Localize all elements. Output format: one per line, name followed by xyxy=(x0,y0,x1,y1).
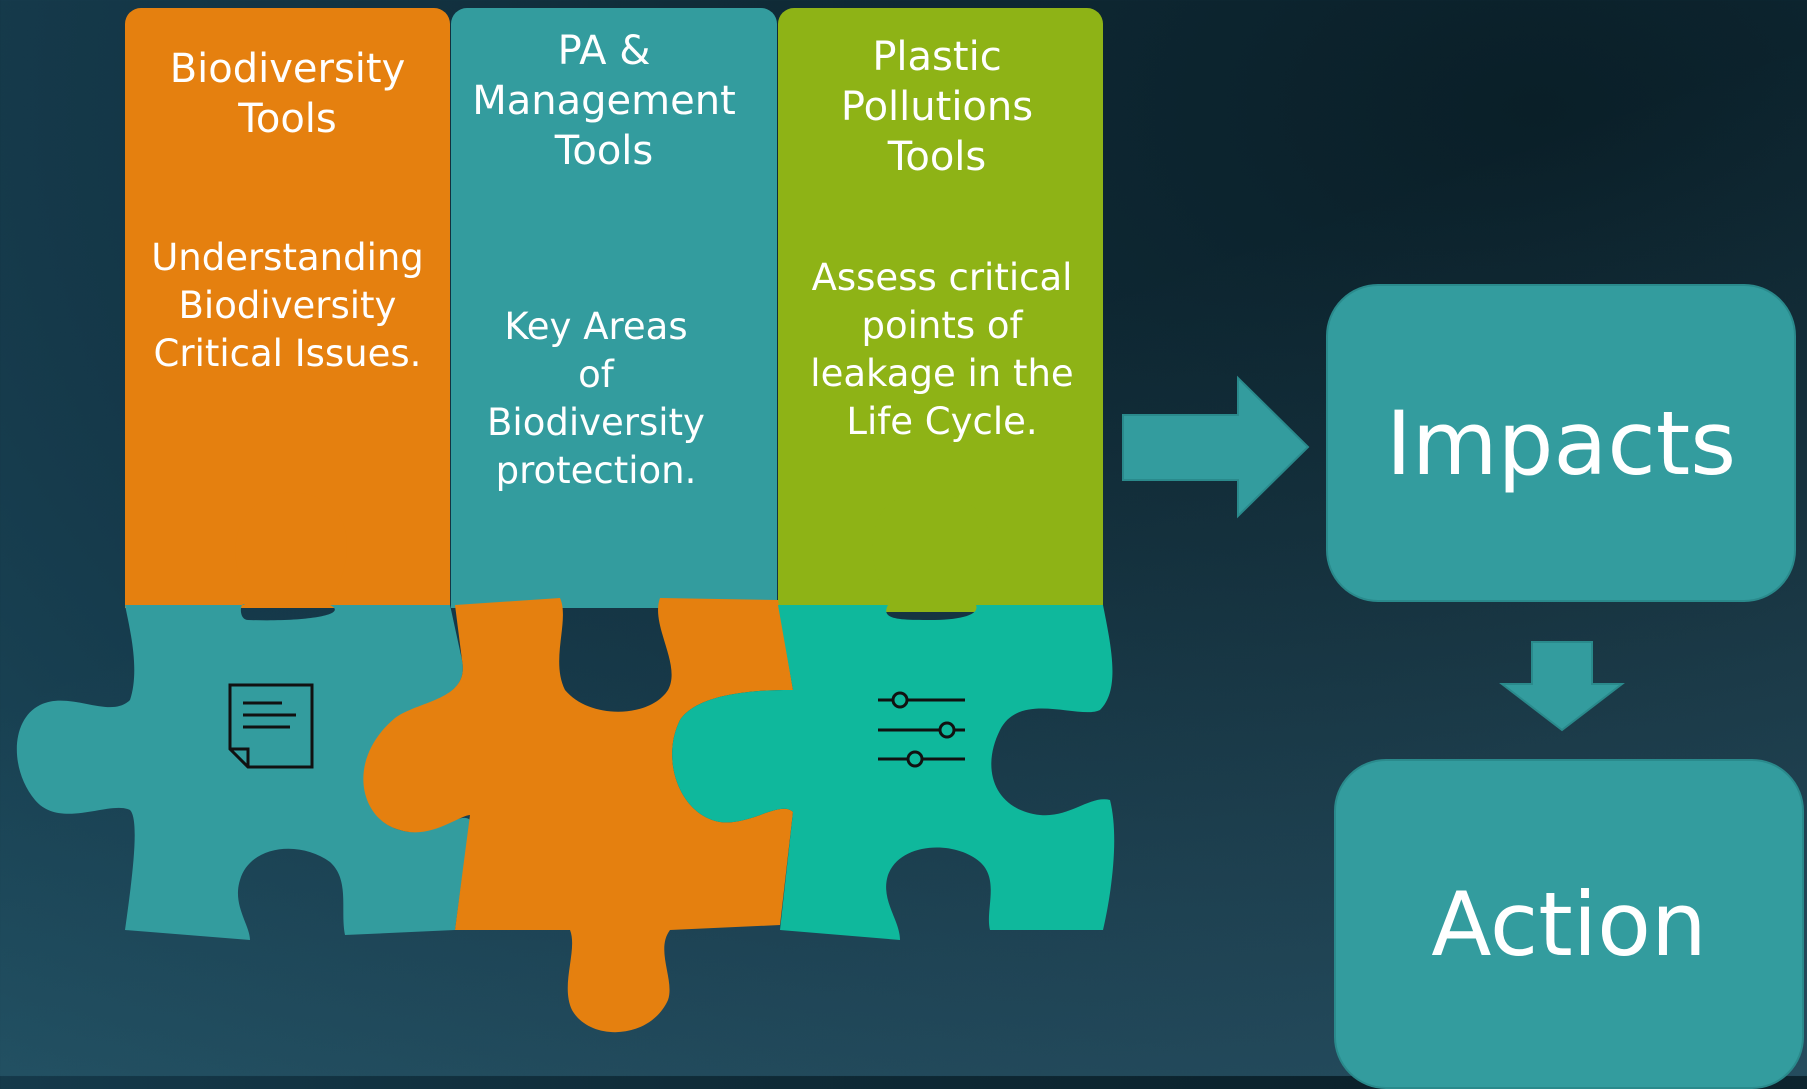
sliders-icon xyxy=(878,691,965,768)
biodiversity-tools-title: Biodiversity Tools xyxy=(169,46,406,142)
document-icon xyxy=(228,683,314,769)
down-arrow-icon xyxy=(1499,641,1625,732)
plastic-pollutions-tools-title: Plastic Pollutions Tools xyxy=(840,34,1034,180)
plastic-pollutions-tools-description: Assess critical points of leakage in the… xyxy=(810,256,1074,444)
action-label: Action xyxy=(1431,872,1707,976)
teal-puzzle-piece xyxy=(16,604,470,940)
pa-management-tools-title: PA & Management Tools xyxy=(472,28,736,174)
impacts-label: Impacts xyxy=(1385,391,1737,495)
orange-puzzle-piece xyxy=(363,598,793,1033)
action-box: Action xyxy=(1334,759,1804,1089)
seagreen-puzzle-piece xyxy=(672,605,1115,940)
pa-management-tools-description: Key Areas of Biodiversity protection. xyxy=(487,305,705,493)
right-arrow-icon xyxy=(1122,375,1310,519)
impacts-box: Impacts xyxy=(1326,284,1796,602)
orange-column-tab xyxy=(125,492,450,608)
green-column-tab xyxy=(778,491,1103,612)
pa-management-tools-column xyxy=(451,8,777,608)
biodiversity-tools-description: Understanding Biodiversity Critical Issu… xyxy=(151,236,424,376)
